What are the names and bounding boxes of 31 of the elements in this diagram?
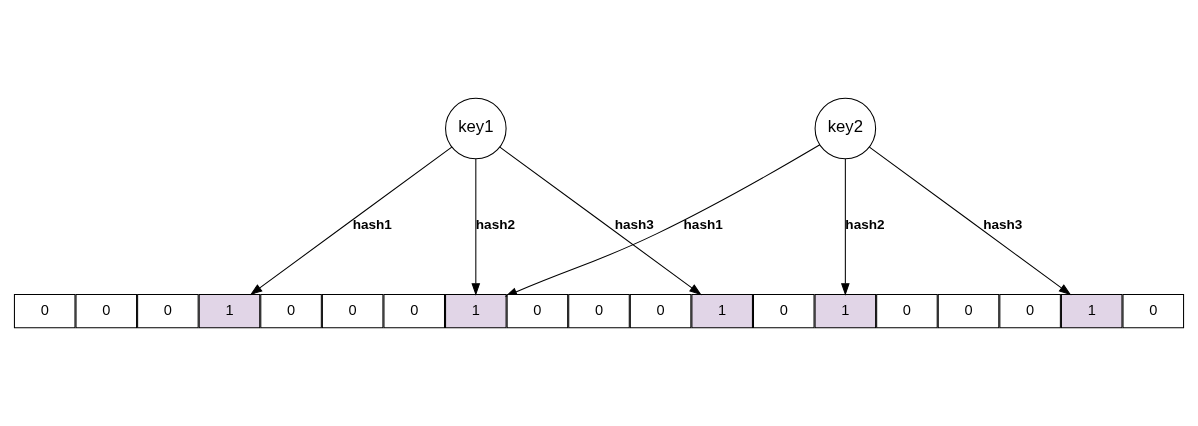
edge-label: hash1 — [683, 217, 723, 233]
arrow — [840, 158, 850, 296]
node-box: 0 — [999, 293, 1061, 329]
node-box: 1 — [691, 293, 753, 329]
node-box: 0 — [506, 293, 569, 329]
node-box: 0 — [629, 293, 692, 329]
node-box: 0 — [260, 293, 322, 329]
node-box: 0 — [568, 293, 630, 329]
edge-label: hash2 — [475, 217, 516, 233]
node-box: 1 — [1060, 293, 1123, 329]
node-box: 0 — [937, 293, 1000, 329]
node-box: 0 — [876, 293, 938, 329]
arrow — [249, 146, 453, 296]
node-circle: key2 — [814, 97, 877, 160]
node-box: 0 — [1122, 293, 1185, 329]
node-box: 0 — [383, 293, 446, 329]
node-box: 0 — [321, 293, 384, 329]
node-box: 1 — [814, 293, 877, 329]
node-box: 0 — [75, 293, 138, 329]
edge-label: hash3 — [983, 217, 1023, 233]
node-box: 1 — [198, 293, 261, 329]
node-circle: key1 — [445, 97, 507, 160]
edge-label: hash1 — [352, 217, 392, 233]
edge-label: hash2 — [845, 217, 885, 233]
edge-label: hash3 — [614, 217, 654, 233]
arrow — [471, 158, 481, 296]
node-box: 1 — [445, 293, 507, 329]
arrow — [868, 146, 1072, 296]
node-box: 0 — [13, 293, 76, 329]
node-box: 0 — [752, 293, 815, 329]
node-box: 0 — [137, 293, 199, 329]
